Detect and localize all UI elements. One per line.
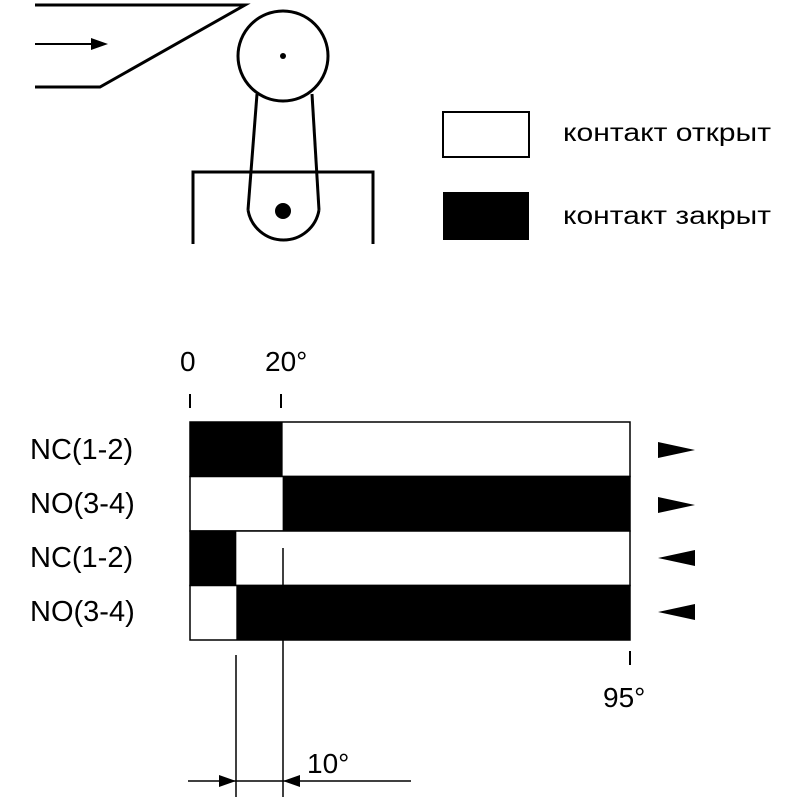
row-label: NC(1-2) <box>30 542 133 574</box>
legend-open-swatch <box>442 111 530 158</box>
forward-arrow-icon <box>658 497 695 513</box>
row-label: NO(3-4) <box>30 596 135 628</box>
lever-pivot <box>275 203 291 219</box>
open-segment <box>189 530 631 587</box>
scale-mid-label: 20° <box>265 346 307 377</box>
return-arrow-icon <box>658 604 695 620</box>
closed-segment <box>236 585 630 640</box>
switch-housing <box>191 170 375 244</box>
contact-timing-bars <box>189 421 631 641</box>
scale-start-label: 0 <box>180 346 196 377</box>
return-arrow-icon <box>658 550 695 566</box>
dimension-arrowhead-icon <box>219 775 236 787</box>
closed-segment <box>282 476 630 531</box>
hysteresis-label: 10° <box>307 748 349 779</box>
scale-end-label: 95° <box>603 682 645 713</box>
row-label: NO(3-4) <box>30 488 135 520</box>
legend-closed-label: контакт закрыт <box>563 202 772 230</box>
actuator-cam <box>35 3 251 89</box>
closed-segment <box>190 422 283 477</box>
forward-arrow-icon <box>658 442 695 458</box>
closed-segment <box>190 531 237 586</box>
legend-open-label: контакт открыт <box>563 119 772 147</box>
legend-closed-swatch <box>443 192 529 240</box>
direction-arrow-icon <box>35 38 108 50</box>
dimension-arrowhead-icon <box>283 775 300 787</box>
row-label: NC(1-2) <box>30 434 133 466</box>
roller-pivot <box>280 53 286 59</box>
